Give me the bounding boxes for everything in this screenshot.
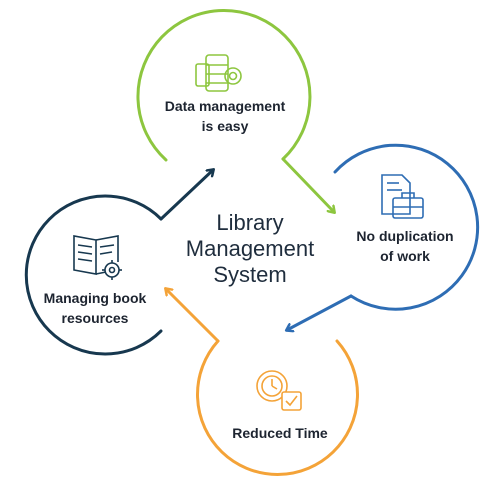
- right-node-label-line: of work: [380, 248, 430, 264]
- right-node-label-line: No duplication: [356, 228, 454, 244]
- left-node-label: Managing book resources: [30, 288, 160, 328]
- database-icon: [195, 54, 242, 92]
- left-node-label-line: resources: [61, 310, 129, 326]
- bottom-node-label: Reduced Time: [215, 423, 345, 443]
- bottom-node-label-line: Reduced Time: [232, 425, 328, 441]
- bottom-node-ring: [196, 339, 359, 476]
- arrow-right-to-bottom: [287, 294, 353, 330]
- diagram-title: Library Management System: [170, 210, 330, 288]
- top-node-label-line: is easy: [201, 118, 249, 134]
- right-node-ring: [333, 143, 480, 311]
- document-briefcase-icon: [381, 174, 424, 219]
- arrow-top-to-right: [281, 157, 334, 212]
- left-node-ring: [24, 194, 163, 356]
- arrow-bottom-to-left: [166, 289, 220, 343]
- diagram-title-line: Management: [185, 236, 315, 261]
- top-node-label: Data management is easy: [140, 96, 310, 136]
- top-node-ring: [136, 8, 312, 162]
- top-node-label-line: Data management: [164, 98, 286, 114]
- clock-check-icon: [256, 370, 302, 411]
- book-gear-icon: [73, 235, 122, 280]
- arrow-left-to-top: [159, 170, 213, 221]
- diagram-title-line: Library: [216, 210, 284, 235]
- left-node-label-line: Managing book: [43, 290, 147, 306]
- right-node-label: No duplication of work: [340, 226, 470, 266]
- diagram-title-line: System: [213, 262, 287, 287]
